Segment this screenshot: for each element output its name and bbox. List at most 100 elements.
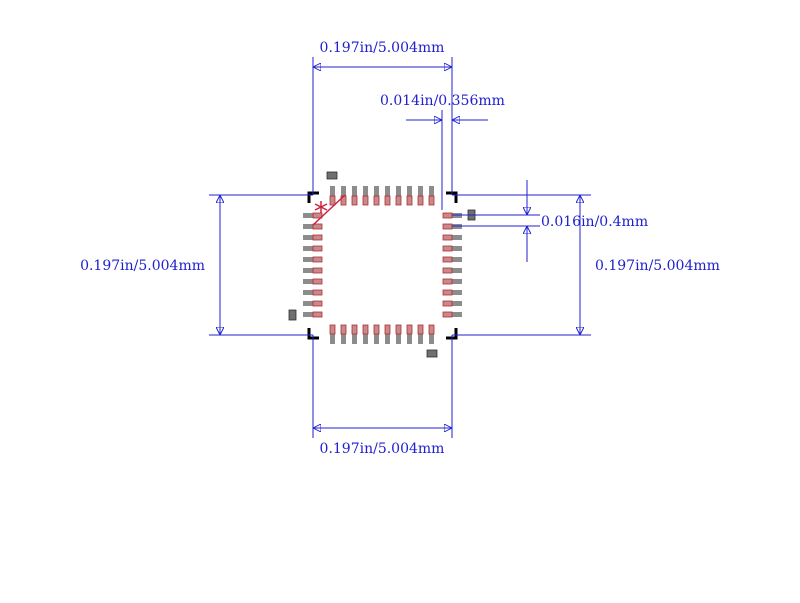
pin-lead: [385, 186, 390, 196]
pad: [406, 195, 413, 206]
pad: [312, 267, 323, 274]
pin-lead: [303, 224, 313, 229]
corner-marks: [307, 191, 458, 340]
corner-mark-bottom-left: [307, 328, 319, 340]
pin-row-bottom: [329, 324, 435, 344]
pin-lead: [352, 334, 357, 344]
pin1-diagonal: [312, 194, 346, 226]
component-bottom: [426, 349, 438, 358]
pin-lead: [303, 279, 313, 284]
pad: [384, 195, 391, 206]
pin-lead: [396, 334, 401, 344]
pad: [442, 289, 453, 296]
pad: [442, 300, 453, 307]
pin-lead: [452, 257, 462, 262]
corner-mark-top-left: [307, 191, 319, 203]
pad: [312, 245, 323, 252]
pad: [312, 212, 323, 219]
label-top-width: 0.197in/5.004mm: [320, 40, 445, 56]
label-right-height: 0.197in/5.004mm: [595, 258, 720, 274]
corner-mark-bottom-right: [446, 328, 458, 340]
pad: [362, 324, 369, 335]
pad: [395, 195, 402, 206]
pin-lead: [452, 268, 462, 273]
pad: [442, 256, 453, 263]
pad: [351, 324, 358, 335]
pin-lead: [330, 334, 335, 344]
label-bottom-width: 0.197in/5.004mm: [320, 441, 445, 457]
pin-lead: [418, 334, 423, 344]
component-left: [288, 309, 297, 321]
pad: [312, 300, 323, 307]
pin-lead: [330, 186, 335, 196]
pin-lead: [452, 246, 462, 251]
pad: [373, 195, 380, 206]
pin-lead: [303, 257, 313, 262]
pin-lead: [374, 334, 379, 344]
pin-lead: [429, 334, 434, 344]
pad: [442, 267, 453, 274]
pin-lead: [352, 186, 357, 196]
pad: [406, 324, 413, 335]
pin-row-left: [303, 212, 323, 318]
pad: [329, 324, 336, 335]
pad: [428, 324, 435, 335]
corner-mark-top-right: [446, 191, 458, 203]
pin1-marker: [312, 194, 346, 226]
pin-lead: [303, 246, 313, 251]
pin-lead: [363, 334, 368, 344]
pin-lead: [341, 186, 346, 196]
pin-lead: [407, 186, 412, 196]
pin-row-top: [329, 186, 435, 206]
pin-lead: [452, 279, 462, 284]
component-top: [326, 171, 338, 180]
dimension-lines: [209, 57, 591, 438]
pad: [312, 223, 323, 230]
pad: [442, 212, 453, 219]
pad: [395, 324, 402, 335]
pin-lead: [418, 186, 423, 196]
pad: [362, 195, 369, 206]
label-pad-width: 0.014in/0.356mm: [380, 93, 505, 109]
pad: [351, 195, 358, 206]
pin-lead: [429, 186, 434, 196]
pad: [442, 311, 453, 318]
dimension-labels: 0.197in/5.004mm 0.014in/0.356mm 0.016in/…: [80, 40, 720, 457]
pin-lead: [303, 268, 313, 273]
pin-lead: [363, 186, 368, 196]
pad: [442, 278, 453, 285]
pad: [442, 234, 453, 241]
pin-lead: [303, 312, 313, 317]
pin-lead: [452, 235, 462, 240]
pin-lead: [452, 312, 462, 317]
pad: [417, 324, 424, 335]
pin-lead: [452, 301, 462, 306]
pin-lead: [303, 235, 313, 240]
pin-lead: [374, 186, 379, 196]
pin-lead: [341, 334, 346, 344]
pad: [312, 278, 323, 285]
pad: [312, 289, 323, 296]
pad: [428, 195, 435, 206]
pin-lead: [385, 334, 390, 344]
pad: [442, 245, 453, 252]
pin-lead: [407, 334, 412, 344]
pad: [312, 234, 323, 241]
pin-lead: [396, 186, 401, 196]
pin-lead: [303, 290, 313, 295]
pad: [312, 311, 323, 318]
pad: [417, 195, 424, 206]
pad: [312, 256, 323, 263]
pad: [340, 324, 347, 335]
pad: [329, 195, 336, 206]
pad: [442, 223, 453, 230]
pin-lead: [452, 290, 462, 295]
pin1-asterisk-stroke: [314, 203, 328, 211]
pin-lead: [303, 213, 313, 218]
pin-row-right: [442, 212, 462, 318]
components: [288, 171, 476, 358]
pad: [384, 324, 391, 335]
label-left-height: 0.197in/5.004mm: [80, 258, 205, 274]
label-pad-pitch: 0.016in/0.4mm: [541, 214, 648, 230]
